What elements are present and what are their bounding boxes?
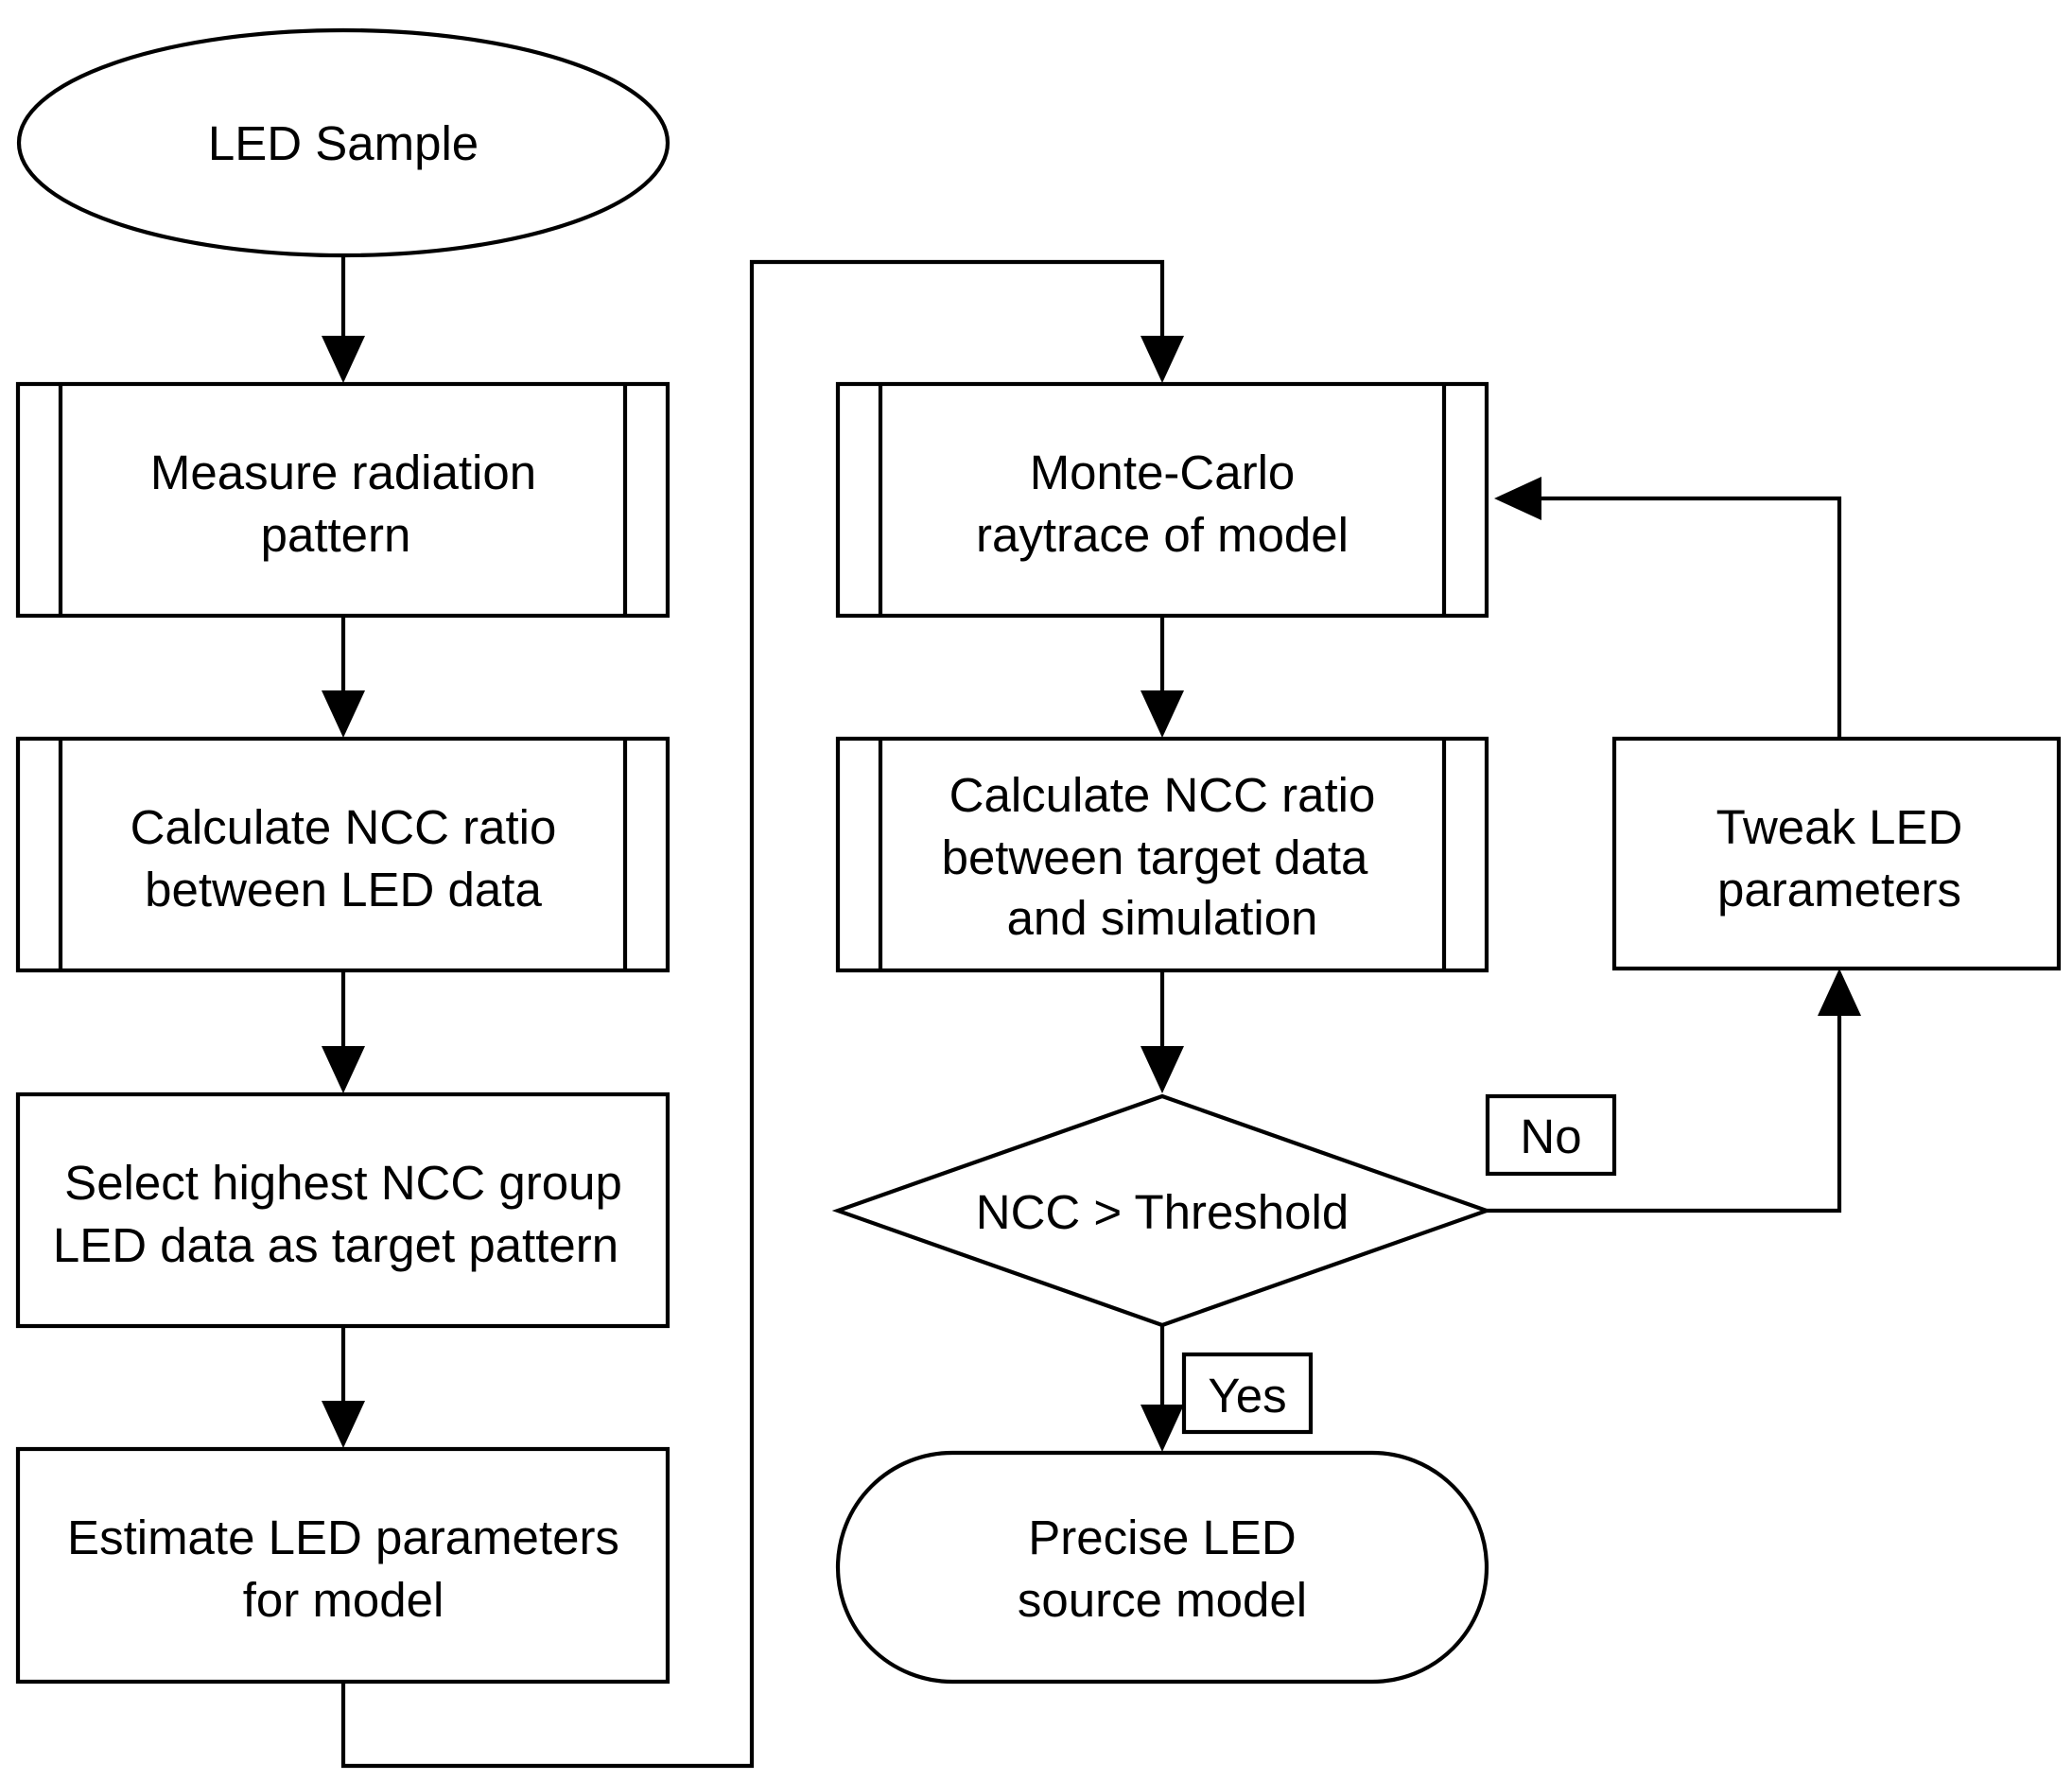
estimate-params-line1: Estimate LED parameters <box>67 1510 619 1564</box>
yes-label: Yes <box>1208 1369 1286 1423</box>
arrowhead <box>1818 969 1861 1016</box>
connectors <box>322 255 1861 1769</box>
arrowhead <box>322 690 365 738</box>
arrowhead <box>1140 690 1184 738</box>
select-target-node: Select highest NCC group LED data as tar… <box>15 1091 670 1329</box>
calc-ncc-led-line2: between LED data <box>145 863 542 917</box>
arrowhead <box>322 1046 365 1093</box>
end-node: Precise LED source model <box>835 1450 1489 1685</box>
arrowhead <box>1140 336 1184 383</box>
calc-ncc-sim-line3: and simulation <box>1007 891 1318 945</box>
select-target-line1: Select highest NCC group <box>64 1156 622 1210</box>
calc-ncc-sim-line2: between target data <box>942 830 1368 884</box>
calc-ncc-sim-line1: Calculate NCC ratio <box>949 768 1376 822</box>
arrowhead <box>322 336 365 383</box>
select-target-line2: LED data as target pattern <box>53 1218 618 1272</box>
measure-radiation-line1: Measure radiation <box>150 445 536 499</box>
connector-tweak-to-montecarlo <box>1532 496 1842 739</box>
montecarlo-line2: raytrace of model <box>976 508 1349 562</box>
calc-ncc-led-node: Calculate NCC ratio between LED data <box>15 736 670 973</box>
start-node-label: LED Sample <box>208 116 479 170</box>
arrowhead <box>1140 1405 1184 1452</box>
tweak-params-line1: Tweak LED <box>1716 800 1963 854</box>
end-line2: source model <box>1018 1573 1307 1627</box>
yes-label-box: Yes <box>1181 1352 1314 1435</box>
measure-radiation-node: Measure radiation pattern <box>15 381 670 619</box>
arrowhead <box>322 1401 365 1448</box>
measure-radiation-line2: pattern <box>261 508 411 562</box>
connector-estimate-to-montecarlo <box>340 259 1165 1769</box>
end-line1: Precise LED <box>1028 1510 1296 1564</box>
no-label-box: No <box>1485 1093 1617 1177</box>
tweak-params-node: Tweak LED parameters <box>1611 736 2062 971</box>
montecarlo-node: Monte-Carlo raytrace of model <box>835 381 1489 619</box>
decision-node: NCC > Threshold <box>831 1093 1493 1328</box>
arrowhead <box>1494 477 1541 520</box>
calc-ncc-led-line1: Calculate NCC ratio <box>131 800 557 854</box>
connector-decision-to-tweak <box>1487 1006 1842 1214</box>
calc-ncc-sim-node: Calculate NCC ratio between target data … <box>835 736 1489 973</box>
start-node: LED Sample <box>16 27 670 258</box>
arrowhead <box>1140 1046 1184 1093</box>
montecarlo-line1: Monte-Carlo <box>1030 445 1296 499</box>
tweak-params-line2: parameters <box>1717 863 1961 917</box>
decision-label: NCC > Threshold <box>976 1185 1349 1239</box>
no-label: No <box>1520 1109 1581 1163</box>
estimate-params-line2: for model <box>243 1573 444 1627</box>
estimate-params-node: Estimate LED parameters for model <box>15 1446 670 1685</box>
